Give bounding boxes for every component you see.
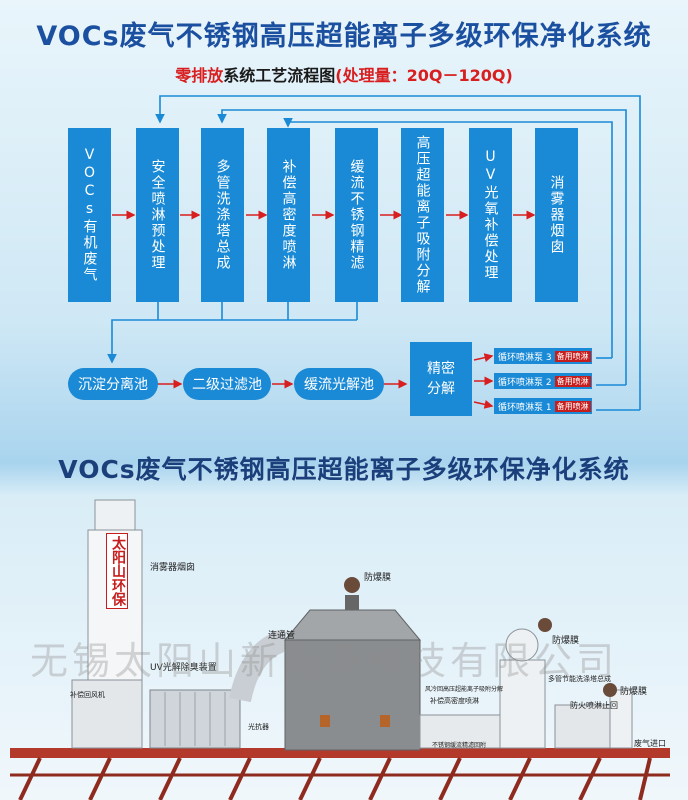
steel-platform bbox=[10, 748, 670, 800]
label-fireproof: 防火喷淋止回 bbox=[570, 701, 618, 710]
label-explosion-3: 防爆膜 bbox=[620, 687, 648, 697]
flow-box-safety-spray: 安全喷淋预处理 bbox=[136, 128, 179, 302]
label-steel-filter: 不锈钢缓流精滤回附 bbox=[432, 742, 487, 749]
label-connector: 连通管 bbox=[268, 631, 296, 641]
subtitle-red: 零排放 bbox=[175, 66, 224, 85]
pool-sediment: 沉淀分离池 bbox=[68, 368, 158, 400]
watermark: 无锡太阳山新能源科技有限公司 bbox=[30, 639, 619, 683]
label-exhaust-in: 废气进口 bbox=[634, 739, 666, 748]
subtitle-black: 系统工艺流程图 bbox=[223, 66, 336, 85]
pump-1-tag: 备用喷淋 bbox=[554, 400, 591, 412]
pump-3-label: 循环喷淋泵 3 bbox=[498, 352, 552, 363]
fine-decomposition-box: 精密分解 bbox=[410, 342, 472, 416]
flow-box-steel-filter: 缓流不锈钢精滤 bbox=[335, 128, 378, 302]
label-multi-tube: 多管节能洗涤塔总成 bbox=[548, 675, 611, 683]
label-ion: 风冷回高压超能离子吸附分解 bbox=[425, 686, 504, 693]
label-explosion-1: 防爆膜 bbox=[364, 573, 392, 583]
pool-filter: 二级过滤池 bbox=[183, 368, 271, 400]
section2-title: VOCs废气不锈钢高压超能离子多级环保净化系统 bbox=[58, 455, 630, 484]
flow-box-stack: 消雾器烟囱 bbox=[535, 128, 578, 302]
right-modules bbox=[419, 618, 633, 749]
stack-sign: 太阳山环保 bbox=[106, 533, 128, 609]
uv-unit bbox=[149, 689, 241, 749]
fine-decomposition-label: 精密分解 bbox=[427, 361, 455, 397]
flow-box-ion-adsorb: 高压超能离子吸附分解 bbox=[401, 128, 444, 302]
main-title: VOCs废气不锈钢高压超能离子多级环保净化系统 bbox=[36, 21, 652, 52]
label-mist-stack: 消雾器烟囱 bbox=[150, 563, 196, 573]
label-comp-fan: 补偿回风机 bbox=[70, 691, 105, 699]
main-tower bbox=[283, 577, 422, 751]
label-fan: 光抗器 bbox=[248, 723, 269, 731]
pump-3-tag: 备用喷淋 bbox=[554, 350, 591, 362]
label-explosion-2: 防爆膜 bbox=[552, 636, 580, 646]
pump-1-label: 循环喷淋泵 1 bbox=[498, 402, 552, 413]
flow-box-uv: UV光氧补偿处理 bbox=[469, 128, 512, 302]
flow-box-comp-spray: 补偿高密度喷淋 bbox=[267, 128, 310, 302]
pool-photolysis: 缓流光解池 bbox=[294, 368, 384, 400]
pump-2-tag: 备用喷淋 bbox=[554, 375, 591, 387]
subtitle: 零排放系统工艺流程图(处理量：20Q－120Q) bbox=[0, 62, 688, 86]
label-comp-high: 补偿高密度喷淋 bbox=[430, 697, 479, 705]
subtitle-capacity: (处理量：20Q－120Q) bbox=[335, 66, 513, 85]
flow-box-multi-tube: 多管洗涤塔总成 bbox=[201, 128, 244, 302]
pump-2-label: 循环喷淋泵 2 bbox=[498, 377, 552, 388]
chimney-stack bbox=[71, 499, 143, 749]
label-uv: UV光解除臭装置 bbox=[150, 663, 217, 673]
flow-box-voc-gas: VOCs有机废气 bbox=[68, 128, 111, 302]
